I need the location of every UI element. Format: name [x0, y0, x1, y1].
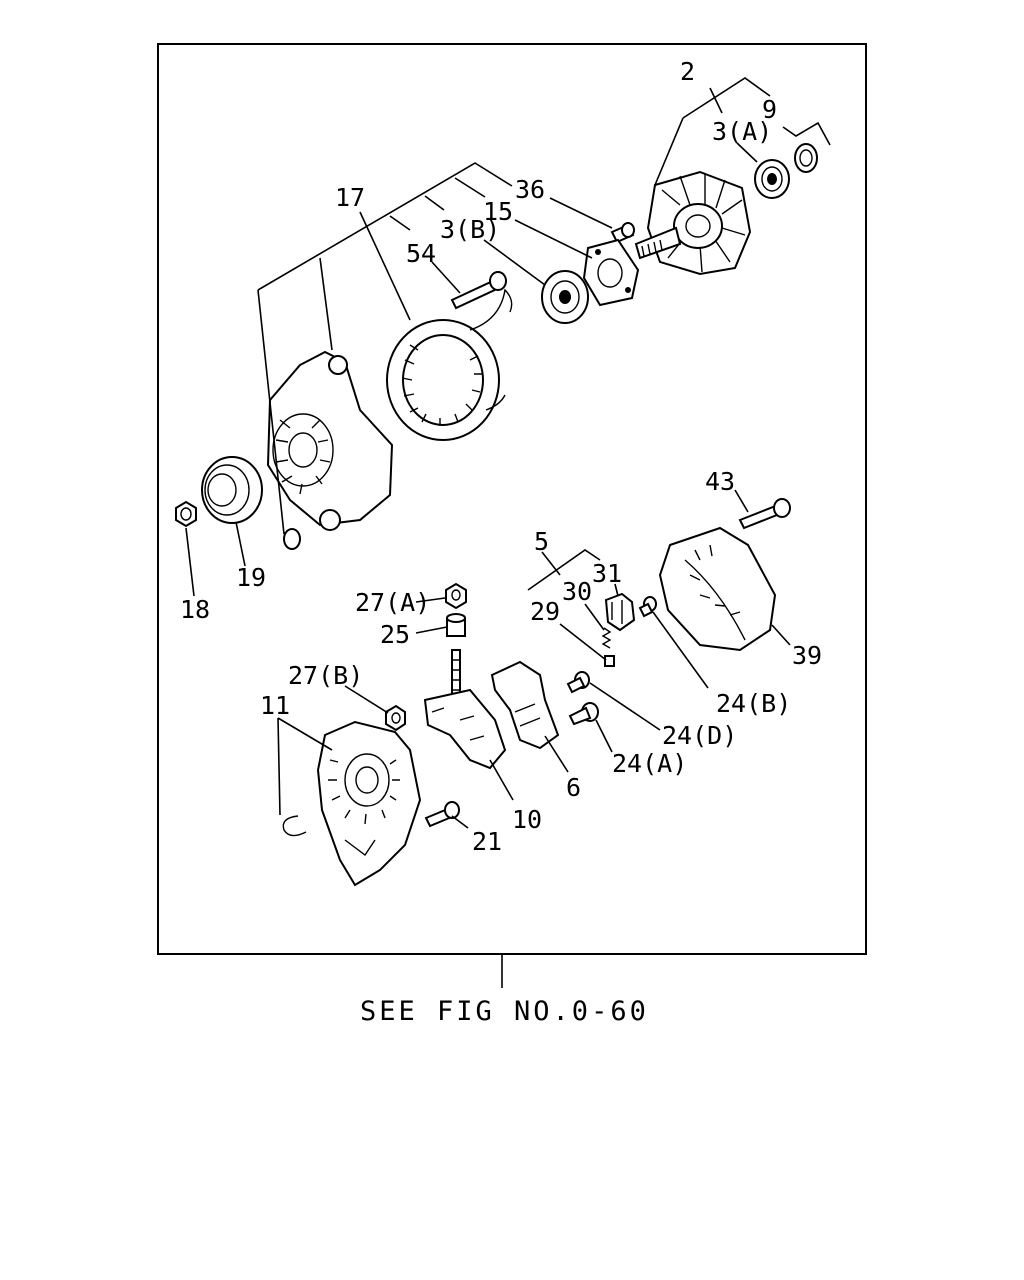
bolt-21-part: [424, 801, 460, 828]
regulator-6-part: [490, 660, 560, 750]
rear-cover-39-part: [658, 526, 777, 652]
bolt-54-part: [450, 271, 507, 310]
leader-19: [235, 521, 246, 567]
bracket-9: [782, 121, 831, 146]
leader-54: [431, 261, 461, 294]
leader-36-tick: [454, 177, 486, 198]
screw-24a-part: [568, 702, 599, 726]
label-15: 15: [483, 197, 513, 226]
screw-24d-part: [566, 671, 590, 694]
leader-17: [359, 211, 411, 321]
label-2: 2: [680, 57, 695, 86]
label-54: 54: [406, 239, 436, 268]
diagram-frame: [157, 43, 867, 955]
leader-21: [451, 815, 469, 829]
leader-18: [185, 527, 195, 597]
label-30: 30: [562, 577, 592, 606]
label-24a: 24(A): [612, 749, 687, 778]
ring-9-part: [794, 143, 818, 173]
label-29: 29: [530, 597, 560, 626]
label-18: 18: [180, 595, 210, 624]
cap-27a-part: [445, 582, 467, 610]
retainer-plate-15-part: [582, 238, 640, 307]
brush-31-part: [604, 592, 636, 632]
leader-15-tick: [424, 195, 445, 211]
label-27b: 27(B): [288, 661, 363, 690]
leader-10: [489, 759, 514, 801]
leader-27b: [344, 685, 389, 714]
leader-bracket-frame: [319, 257, 333, 351]
leader-6: [544, 735, 569, 773]
clip-part: [282, 815, 307, 837]
bracket-5: [527, 549, 601, 591]
leader-5: [541, 551, 561, 576]
label-43: 43: [705, 467, 735, 496]
leader-2: [654, 117, 684, 186]
drive-end-frame-part: [266, 350, 394, 531]
bolt-43-part: [738, 498, 791, 530]
leader-27a: [415, 597, 446, 603]
leader-30: [584, 603, 605, 631]
leader-25: [415, 626, 448, 634]
label-3b: 3(B): [440, 215, 500, 244]
label-36: 36: [515, 175, 545, 204]
leader-43: [734, 489, 749, 513]
reference-text: SEE FIG NO.0-60: [360, 996, 649, 1027]
spring-30-part: [601, 627, 612, 649]
insulator-25-part: [446, 613, 466, 637]
leader-15: [514, 219, 593, 259]
stator-17-part: [386, 288, 513, 441]
label-19: 19: [236, 563, 266, 592]
piece-29-part: [604, 655, 615, 667]
bearing-3b-part: [541, 270, 589, 324]
leader-31: [614, 583, 619, 597]
screw-24b-part: [638, 596, 657, 618]
label-10: 10: [512, 805, 542, 834]
rotor-part: [634, 170, 752, 276]
leader-36: [549, 197, 613, 229]
leader-24d: [589, 682, 661, 731]
pulley-19-part: [201, 456, 263, 524]
nut-27b-part: [385, 704, 406, 732]
bracket-assembly: [257, 162, 513, 291]
leader-2b: [709, 87, 723, 114]
leader-bracket-down: [257, 289, 285, 535]
label-39: 39: [792, 641, 822, 670]
label-24d: 24(D): [662, 721, 737, 750]
nut-18-part: [175, 500, 197, 528]
label-31: 31: [592, 559, 622, 588]
leader-24b: [652, 611, 709, 689]
label-6: 6: [566, 773, 581, 802]
leader-3b: [483, 239, 546, 286]
bracket-2: [682, 77, 771, 119]
label-3a: 3(A): [712, 117, 772, 146]
label-25: 25: [380, 620, 410, 649]
bracket-11: [277, 717, 281, 816]
leader-39: [771, 624, 791, 646]
label-17: 17: [335, 183, 365, 212]
leader-29: [559, 623, 607, 661]
leader-54-tick: [389, 215, 411, 231]
label-24b: 24(B): [716, 689, 791, 718]
bearing-3a-part: [754, 159, 790, 199]
rectifier-holder-10-part: [423, 649, 507, 770]
washer-part: [283, 528, 301, 550]
leader-11: [277, 717, 333, 751]
leader-3a: [736, 142, 758, 163]
label-11: 11: [260, 691, 290, 720]
label-27a: 27(A): [355, 588, 430, 617]
label-9: 9: [762, 95, 777, 124]
label-21: 21: [472, 827, 502, 856]
label-5: 5: [534, 527, 549, 556]
leader-24a: [595, 719, 613, 753]
rear-end-frame-11-part: [316, 720, 422, 887]
screw-36-part: [610, 222, 635, 244]
